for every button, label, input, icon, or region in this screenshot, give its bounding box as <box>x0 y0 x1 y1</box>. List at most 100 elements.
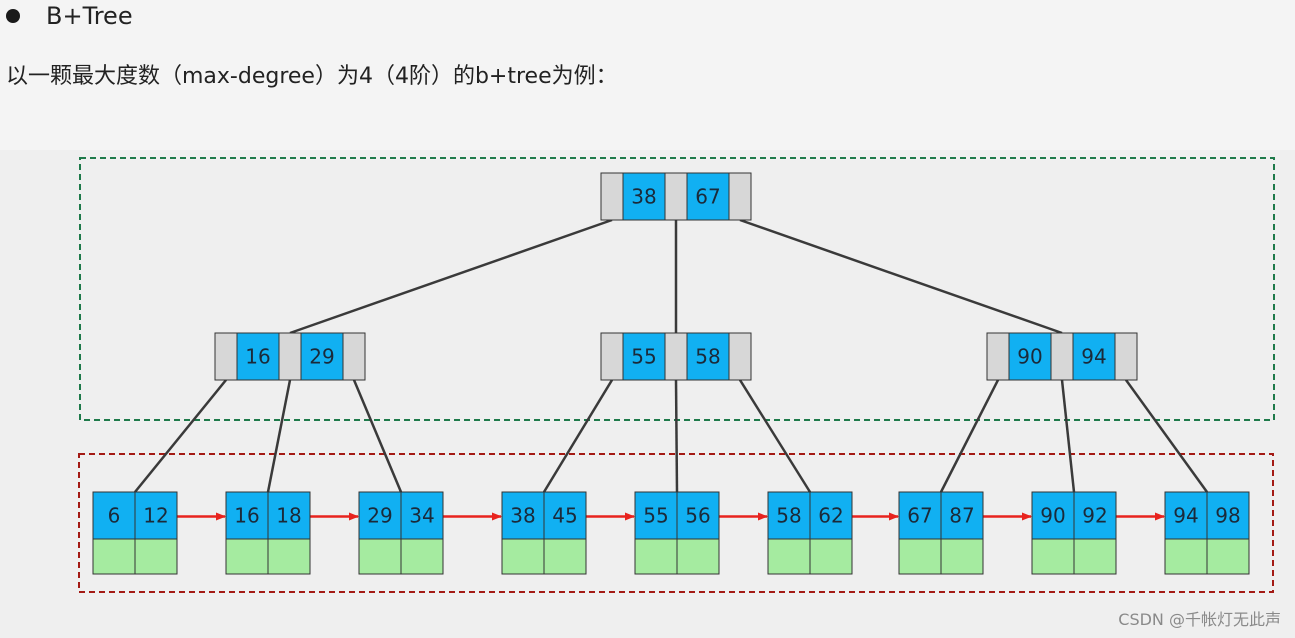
leaf-key-cell <box>676 491 720 540</box>
leaf-key-label: 58 <box>776 504 801 528</box>
leaf-node: 6 12 <box>92 491 178 575</box>
key-label: 55 <box>631 345 656 369</box>
key-cell <box>1008 332 1052 381</box>
key-label: 38 <box>631 185 656 209</box>
pointer-slot <box>728 332 752 381</box>
leaf-key-cell <box>400 491 444 540</box>
key-cell <box>686 332 730 381</box>
leaf-key-label: 90 <box>1040 504 1065 528</box>
leaf-key-cell <box>940 491 984 540</box>
leaf-data-cell <box>1164 538 1208 575</box>
leaf-key-cell <box>1073 491 1117 540</box>
tree-edge <box>352 379 403 493</box>
pointer-slot <box>1114 332 1138 381</box>
leaf-key-cell <box>267 491 311 540</box>
pointer-slot <box>664 332 688 381</box>
leaf-key-label: 87 <box>949 504 974 528</box>
leaf-node: 38 45 <box>501 491 587 575</box>
section-title: B+Tree <box>46 2 133 30</box>
leaf-key-cell <box>809 491 853 540</box>
pointer-slot <box>600 332 624 381</box>
leaf-data-cell <box>1206 538 1250 575</box>
leaf-key-cell <box>358 491 402 540</box>
leaf-data-cell <box>400 538 444 575</box>
tree-edge <box>134 379 227 493</box>
leaf-key-label: 34 <box>409 504 434 528</box>
tree-edge <box>542 379 614 493</box>
leaf-data-cell <box>634 538 678 575</box>
key-label: 94 <box>1081 345 1106 369</box>
tree-edge <box>1060 379 1076 493</box>
root-node: 38 67 <box>600 172 752 221</box>
key-cell <box>622 172 666 221</box>
pointer-slot <box>664 172 688 221</box>
key-label: 58 <box>695 345 720 369</box>
leaf-key-cell <box>501 491 545 540</box>
key-cell <box>622 332 666 381</box>
leaf-key-label: 16 <box>234 504 259 528</box>
leaf-key-label: 6 <box>108 504 121 528</box>
tree-edge <box>739 218 1063 335</box>
leaf-key-cell <box>92 491 136 540</box>
key-label: 67 <box>695 185 720 209</box>
tree-edge <box>266 379 292 493</box>
tree-edge <box>1124 379 1209 493</box>
leaf-key-label: 98 <box>1215 504 1240 528</box>
leaf-key-cell <box>898 491 942 540</box>
leaf-key-label: 12 <box>143 504 168 528</box>
leaf-data-cell <box>92 538 136 575</box>
intro-text: 以一颗最大度数（max-degree）为4（4阶）的b+tree为例： <box>6 64 618 89</box>
key-label: 16 <box>245 345 270 369</box>
leaf-key-label: 67 <box>907 504 932 528</box>
leaf-nodes-region <box>78 453 1274 593</box>
leaf-node: 29 34 <box>358 491 444 575</box>
leaf-data-cell <box>225 538 269 575</box>
key-cell <box>1072 332 1116 381</box>
key-cell <box>300 332 344 381</box>
key-cell <box>686 172 730 221</box>
leaf-key-cell <box>543 491 587 540</box>
pointer-slot <box>342 332 366 381</box>
leaf-key-label: 45 <box>552 504 577 528</box>
leaf-data-cell <box>940 538 984 575</box>
leaf-node: 67 87 <box>898 491 984 575</box>
pointer-slot <box>728 172 752 221</box>
leaf-data-cell <box>358 538 402 575</box>
leaf-data-cell <box>676 538 720 575</box>
tree-edge <box>674 379 679 493</box>
tree-edge <box>939 379 1000 493</box>
leaf-key-cell <box>134 491 178 540</box>
leaf-key-label: 56 <box>685 504 710 528</box>
leaf-data-cell <box>809 538 853 575</box>
pointer-slot <box>986 332 1010 381</box>
leaf-data-cell <box>767 538 811 575</box>
leaf-data-cell <box>267 538 311 575</box>
leaf-data-cell <box>898 538 942 575</box>
leaf-key-cell <box>1164 491 1208 540</box>
leaf-data-cell <box>501 538 545 575</box>
key-label: 90 <box>1017 345 1042 369</box>
leaf-data-cell <box>134 538 178 575</box>
leaf-data-cell <box>1073 538 1117 575</box>
pointer-slot <box>214 332 238 381</box>
leaf-key-label: 92 <box>1082 504 1107 528</box>
leaf-data-cell <box>543 538 587 575</box>
internal-node: 55 58 <box>600 332 752 381</box>
leaf-key-cell <box>767 491 811 540</box>
tree-edge <box>738 379 812 493</box>
leaf-key-label: 38 <box>510 504 535 528</box>
leaf-key-label: 29 <box>367 504 392 528</box>
leaf-node: 90 92 <box>1031 491 1117 575</box>
leaf-node: 58 62 <box>767 491 853 575</box>
section-heading: B+Tree <box>6 0 133 32</box>
pointer-slot <box>1050 332 1074 381</box>
watermark: CSDN @千帐灯无此声 <box>1118 610 1281 629</box>
internal-node: 90 94 <box>986 332 1138 381</box>
tree-edge <box>289 218 613 335</box>
leaf-key-label: 62 <box>818 504 843 528</box>
